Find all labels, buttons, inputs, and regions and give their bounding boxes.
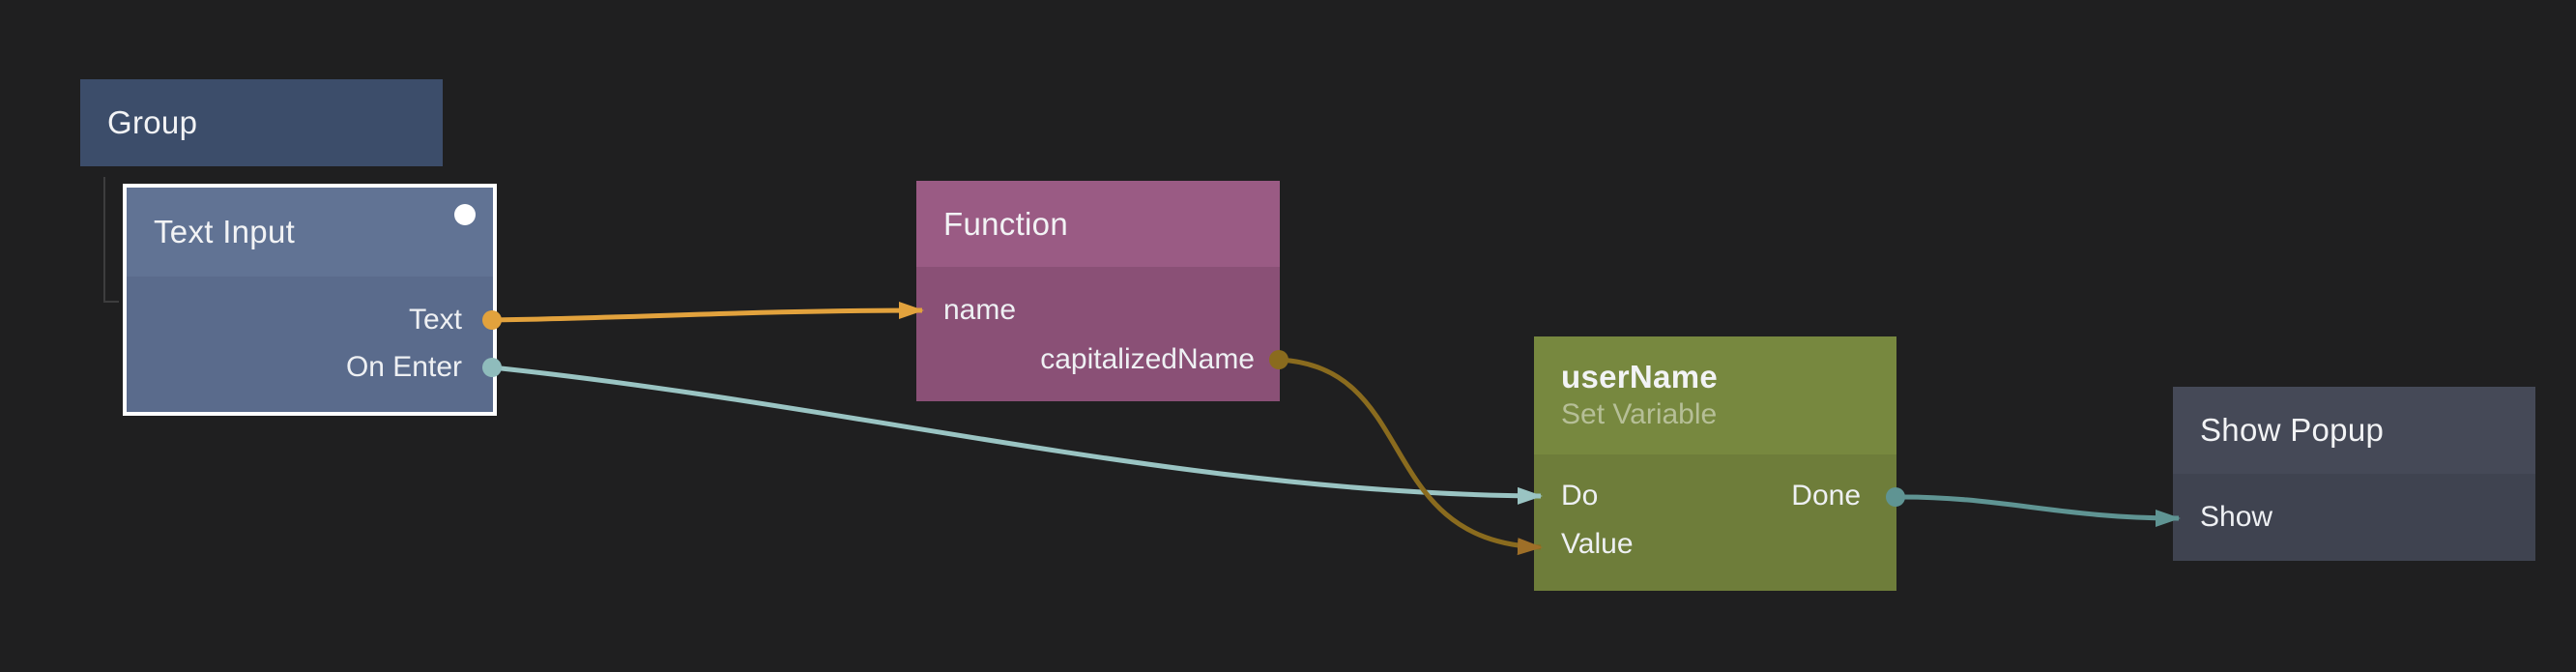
- node-group-header: Group: [80, 79, 443, 166]
- port-text-output-label[interactable]: Text: [408, 304, 462, 336]
- node-show-popup[interactable]: Show Popup Show: [2173, 387, 2535, 561]
- node-username-subtitle: Set Variable: [1561, 398, 1718, 431]
- port-do-input-label[interactable]: Do: [1561, 480, 1599, 511]
- node-text-input-title: Text Input: [154, 214, 296, 250]
- port-name-input-label[interactable]: name: [943, 294, 1017, 326]
- node-show-popup-header: Show Popup: [2173, 387, 2535, 474]
- node-group-title: Group: [107, 104, 198, 141]
- wire-text-to-name[interactable]: [491, 302, 924, 323]
- node-username-set-variable[interactable]: userName Set Variable Do Value Done: [1534, 336, 1896, 591]
- port-show-input-label[interactable]: Show: [2200, 501, 2273, 533]
- node-text-input-header: Text Input: [127, 188, 493, 277]
- wire-onenter-to-do[interactable]: [491, 365, 1543, 505]
- node-function[interactable]: Function name capitalizedName: [916, 181, 1280, 401]
- group-child-connector-vertical: [103, 177, 105, 303]
- node-show-popup-title: Show Popup: [2200, 412, 2385, 449]
- node-username-header: userName Set Variable: [1534, 336, 1896, 454]
- node-text-input[interactable]: Text Input Text On Enter: [127, 188, 493, 412]
- node-function-title: Function: [943, 205, 1068, 242]
- wire-done-to-show[interactable]: [1895, 494, 2181, 527]
- node-function-header: Function: [916, 181, 1280, 267]
- node-username-title: userName: [1561, 359, 1718, 395]
- node-group[interactable]: Group: [80, 79, 443, 166]
- port-value-input-label[interactable]: Value: [1561, 528, 1634, 560]
- port-capitalizedname-output-label[interactable]: capitalizedName: [1040, 343, 1255, 375]
- port-done-output-label[interactable]: Done: [1791, 480, 1861, 511]
- port-on-enter-output-label[interactable]: On Enter: [345, 351, 462, 383]
- wire-capitalizedname-to-value[interactable]: [1278, 357, 1543, 556]
- group-child-connector-horizontal: [103, 301, 119, 303]
